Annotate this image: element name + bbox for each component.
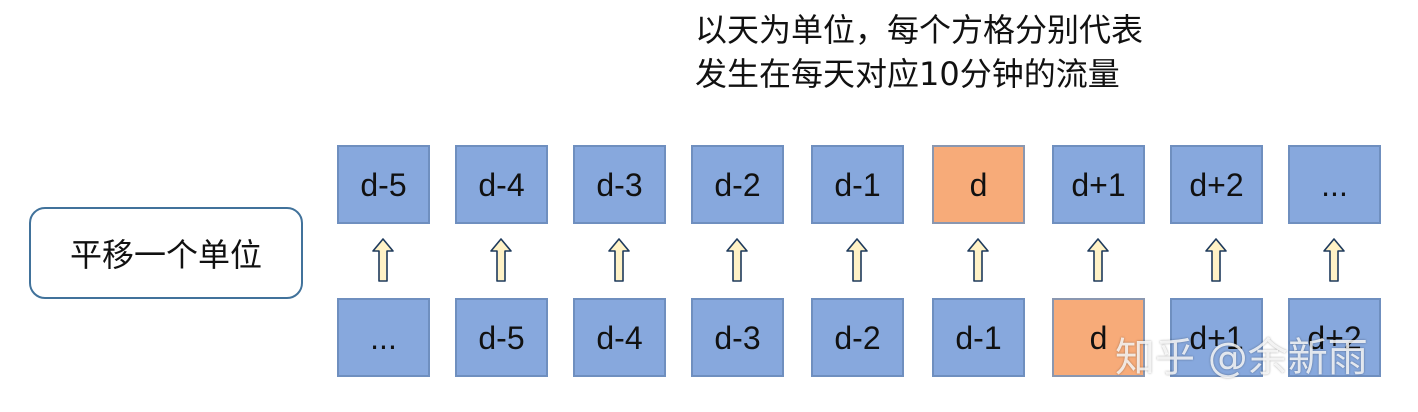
up-arrow-icon <box>608 238 630 282</box>
bottom-row-cell-4-text-1: d-3 <box>714 319 761 356</box>
top-row-cell-8-text-1: d+ <box>1189 166 1226 203</box>
top-row-cell-3-text-1: d-3 <box>596 166 643 203</box>
top-row-cell-7-text-2: 1 <box>1107 166 1126 203</box>
top-row-cell-5-text-1: d-1 <box>834 166 881 203</box>
bottom-row-cell-8: d+1 <box>1170 298 1263 377</box>
up-arrow-icon <box>1205 238 1227 282</box>
title-line-2: 发生在每天对应10分钟的流量 <box>695 55 1120 93</box>
top-row-cell-7: d+1 <box>1052 145 1145 224</box>
shift-label-text: 平移一个单位 <box>69 236 262 274</box>
top-row-cell-1-text-1: d-5 <box>360 166 407 203</box>
shift-label-box: 平移一个单位 <box>29 207 303 299</box>
top-row-cell-9: ... <box>1288 145 1381 224</box>
bottom-row-cell-9-text-1: d+ <box>1307 319 1344 356</box>
bottom-row-cell-3: d-4 <box>573 298 666 377</box>
top-row-cell-5: d-1 <box>811 145 904 224</box>
bottom-row-cell-7: d <box>1052 298 1145 377</box>
bottom-row-cell-5: d-2 <box>811 298 904 377</box>
top-row-cell-2: d-4 <box>455 145 548 224</box>
bottom-row-cell-1-text-1: ... <box>370 319 397 356</box>
up-arrow-icon <box>967 238 989 282</box>
up-arrow-icon <box>726 238 748 282</box>
top-row-cell-4: d-2 <box>691 145 784 224</box>
up-arrow-icon <box>1087 238 1109 282</box>
top-row-cell-2-text-1: d-4 <box>478 166 525 203</box>
diagram-title: 以天为单位，每个方格分别代表 发生在每天对应10分钟的流量 <box>695 8 1143 96</box>
bottom-row-cell-2: d-5 <box>455 298 548 377</box>
bottom-row-cell-8-text-2: 1 <box>1225 319 1244 356</box>
bottom-row-cell-1: ... <box>337 298 430 377</box>
up-arrow-icon <box>490 238 512 282</box>
bottom-row-cell-2-text-1: d-5 <box>478 319 525 356</box>
bottom-row-cell-9-text-2: 2 <box>1343 319 1362 356</box>
title-line-1: 以天为单位，每个方格分别代表 <box>695 11 1144 49</box>
bottom-row-cell-9: d+2 <box>1288 298 1381 377</box>
bottom-row-cell-6-text-1: d-1 <box>955 319 1002 356</box>
bottom-row-cell-8-text-1: d+ <box>1189 319 1226 356</box>
top-row-cell-8: d+2 <box>1170 145 1263 224</box>
top-row-cell-3: d-3 <box>573 145 666 224</box>
top-row-cell-6: d <box>932 145 1025 224</box>
top-row-cell-7-text-1: d+ <box>1071 166 1108 203</box>
bottom-row-cell-5-text-1: d-2 <box>834 319 881 356</box>
top-row-cell-1: d-5 <box>337 145 430 224</box>
top-row-cell-4-text-1: d-2 <box>714 166 761 203</box>
top-row-cell-9-text-1: ... <box>1321 166 1348 203</box>
bottom-row-cell-6: d-1 <box>932 298 1025 377</box>
top-row-cell-8-text-2: 2 <box>1225 166 1244 203</box>
bottom-row-cell-4: d-3 <box>691 298 784 377</box>
up-arrow-icon <box>372 238 394 282</box>
up-arrow-icon <box>846 238 868 282</box>
up-arrow-icon <box>1323 238 1345 282</box>
bottom-row-cell-7-text-1: d <box>1089 319 1108 356</box>
bottom-row-cell-3-text-1: d-4 <box>596 319 643 356</box>
top-row-cell-6-text-1: d <box>969 166 988 203</box>
